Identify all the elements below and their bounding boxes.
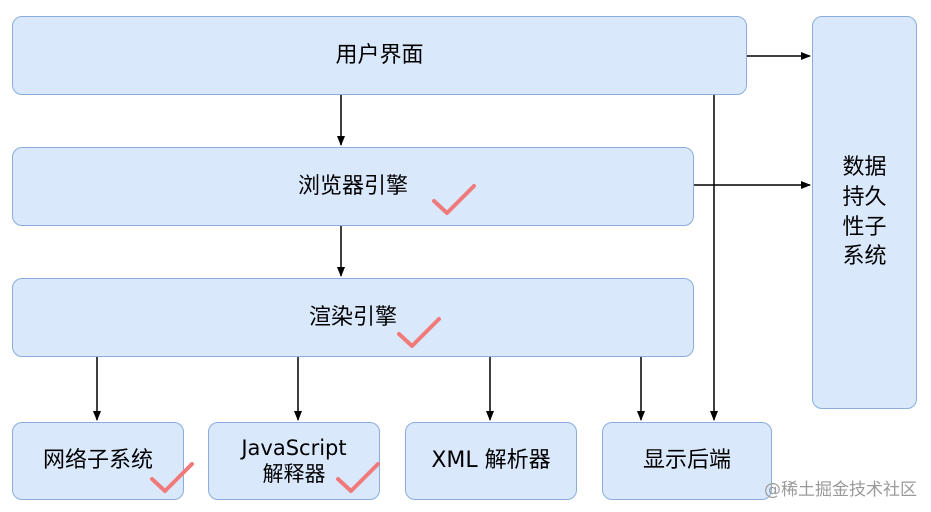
box-display-backend-label: 显示后端 xyxy=(642,448,731,474)
box-display-backend: 显示后端 xyxy=(602,422,772,500)
check-mark-icon xyxy=(150,462,194,493)
box-javascript-interpreter: JavaScript 解释器 xyxy=(208,422,380,500)
check-mark-icon xyxy=(336,462,380,493)
check-mark-icon xyxy=(432,184,476,215)
box-render-engine-label: 渲染引擎 xyxy=(308,304,397,330)
box-user-interface-label: 用户界面 xyxy=(335,42,424,68)
box-network-subsystem: 网络子系统 xyxy=(12,422,194,500)
box-browser-engine: 浏览器引擎 xyxy=(12,147,694,226)
box-browser-engine-label: 浏览器引擎 xyxy=(297,173,408,199)
box-persistence-subsystem-label: 数据 持久 性子 系统 xyxy=(842,155,887,270)
box-persistence-subsystem: 数据 持久 性子 系统 xyxy=(812,16,917,409)
box-network-subsystem-label: 网络子系统 xyxy=(42,448,153,474)
watermark-text: @稀土掘金技术社区 xyxy=(764,480,917,500)
box-xml-parser: XML 解析器 xyxy=(405,422,577,500)
box-render-engine: 渲染引擎 xyxy=(12,278,694,357)
box-xml-parser-label: XML 解析器 xyxy=(431,448,551,474)
box-javascript-interpreter-label: JavaScript 解释器 xyxy=(241,435,347,486)
check-mark-icon xyxy=(397,317,441,348)
box-user-interface: 用户界面 xyxy=(12,16,747,95)
